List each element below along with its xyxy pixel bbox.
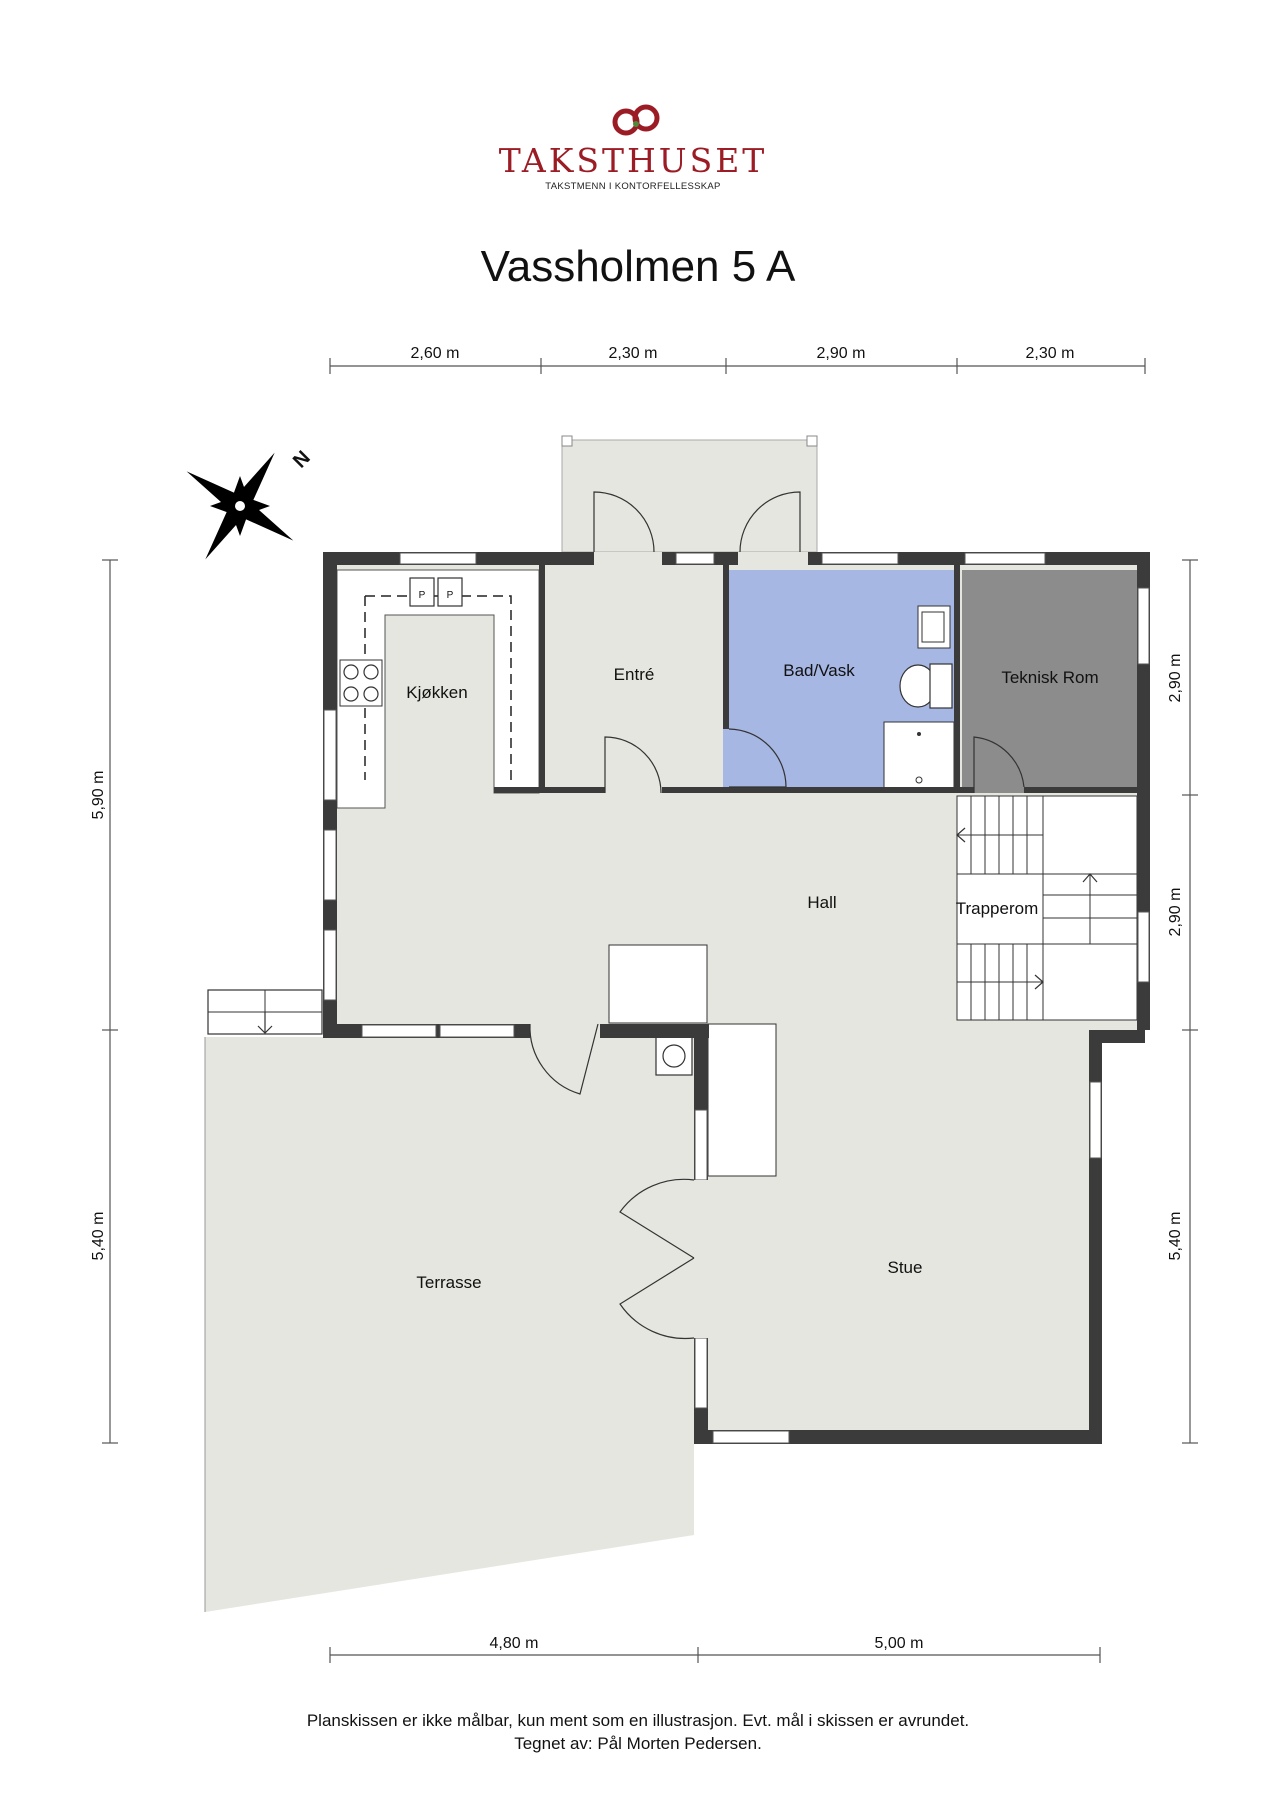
dim-top-1: 2,60 m <box>411 345 460 362</box>
kitchen-counters: P P <box>336 569 540 809</box>
room-label-terrasse: Terrasse <box>416 1273 481 1292</box>
porch-floor <box>561 439 818 553</box>
stove-fireplace-icon <box>655 1036 693 1076</box>
sink-icon <box>917 605 951 649</box>
dimension-right <box>1182 559 1198 1444</box>
dim-right-1: 2,90 m <box>1167 654 1184 703</box>
rings-logo-icon <box>612 104 660 136</box>
footer-credit: Tegnet av: Pål Morten Pedersen. <box>514 1734 762 1753</box>
room-label-entre: Entré <box>614 665 655 684</box>
svg-text:P: P <box>447 590 454 601</box>
dim-right-2: 2,90 m <box>1167 888 1184 937</box>
dimension-left <box>102 559 118 1444</box>
footer-disclaimer: Planskissen er ikke målbar, kun ment som… <box>307 1711 969 1730</box>
svg-text:P: P <box>419 590 426 601</box>
dimension-top <box>329 358 1146 374</box>
teknisk-rom-floor <box>962 570 1137 793</box>
terrace-floor <box>205 1037 694 1612</box>
bathroom-fixtures <box>883 605 955 793</box>
stove-icon <box>339 659 383 707</box>
stair-arrow-icon <box>956 827 1098 990</box>
room-label-trapperom: Trapperom <box>956 899 1039 918</box>
hall-cabinet <box>608 944 708 1024</box>
terrace-steps <box>207 989 323 1035</box>
windows <box>323 552 1150 1444</box>
dim-top-4: 2,30 m <box>1026 345 1075 362</box>
dim-left-1: 5,90 m <box>90 771 107 820</box>
brand-tagline: TAKSTMENN I KONTORFELLESSKAP <box>545 181 720 192</box>
room-label-stue: Stue <box>888 1258 923 1277</box>
dim-top-2: 2,30 m <box>609 345 658 362</box>
brand-name: TAKSTHUSET <box>499 141 768 180</box>
room-label-teknisk-rom: Teknisk Rom <box>1001 668 1098 687</box>
toilet-icon <box>899 663 953 709</box>
shower-icon <box>883 721 955 793</box>
staircase <box>956 795 1138 1021</box>
dim-bottom-2: 5,00 m <box>875 1635 924 1652</box>
kitchen-sink-icon: P P <box>409 577 463 607</box>
room-label-kjokken: Kjøkken <box>406 683 467 702</box>
dim-right-3: 5,40 m <box>1167 1212 1184 1261</box>
dim-top-3: 2,90 m <box>817 345 866 362</box>
room-label-hall: Hall <box>807 893 836 912</box>
dim-bottom-1: 4,80 m <box>490 1635 539 1652</box>
dim-left-2: 5,40 m <box>90 1212 107 1261</box>
taksthuset-logo: TAKSTHUSET TAKSTMENN I KONTORFELLESSKAP <box>499 104 768 192</box>
doors <box>529 491 1025 1340</box>
stue-cabinet <box>707 1023 777 1177</box>
room-label-bad-vask: Bad/Vask <box>783 661 855 680</box>
arrow-down-icon <box>257 1012 273 1034</box>
page-title: Vassholmen 5 A <box>481 242 796 291</box>
dimension-bottom <box>329 1647 1101 1663</box>
compass-north-label: N <box>289 447 315 473</box>
compass-icon <box>186 452 294 560</box>
